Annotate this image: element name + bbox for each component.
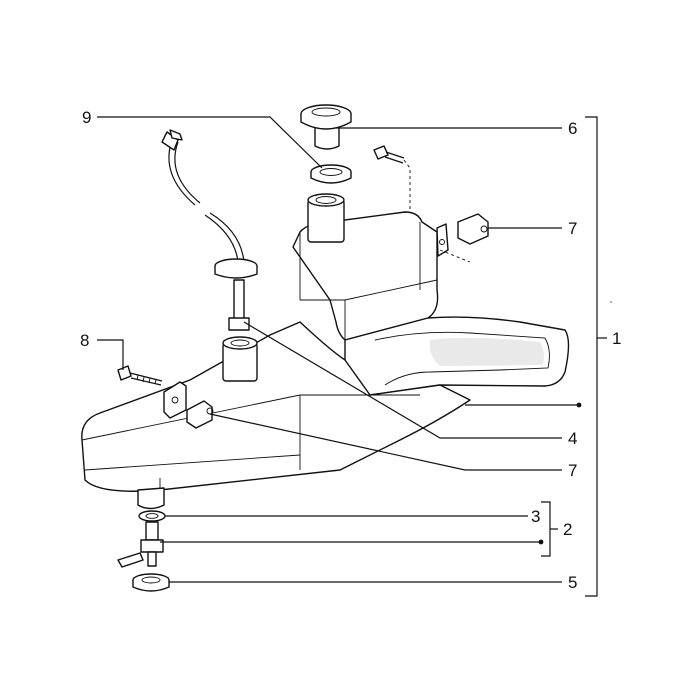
- seal-ring-9: [310, 164, 352, 184]
- rubber-clip-lower-7: [186, 400, 214, 429]
- tank-boss: [222, 336, 258, 382]
- callout-2: 2: [563, 520, 572, 539]
- screw-upper: [373, 145, 405, 164]
- filler-cap-6: [300, 104, 352, 150]
- callout-4: 4: [568, 429, 577, 448]
- screw-8: [117, 365, 163, 386]
- breather-hose: [161, 129, 245, 263]
- sensor-fitting-4: [214, 258, 258, 331]
- callout-7-upper: 7: [568, 219, 577, 238]
- rubber-clip-upper-7: [457, 213, 489, 245]
- oil-tank-body: [81, 211, 570, 510]
- callout-5: 5: [568, 573, 577, 592]
- drain-union: [117, 521, 164, 568]
- washer-3: [138, 510, 166, 522]
- callout-7-lower: 7: [568, 461, 577, 480]
- filler-neck: [307, 193, 345, 243]
- callout-1: 1: [612, 329, 621, 348]
- callout-3: 3: [531, 507, 540, 526]
- stray-dot: [610, 301, 612, 303]
- callout-8: 8: [80, 331, 89, 350]
- nut-5: [132, 573, 170, 592]
- callout-6: 6: [568, 119, 577, 138]
- rear-bracket: [436, 223, 449, 257]
- front-bracket: [163, 381, 187, 419]
- callout-9: 9: [82, 108, 91, 127]
- leader-lines: [97, 116, 607, 597]
